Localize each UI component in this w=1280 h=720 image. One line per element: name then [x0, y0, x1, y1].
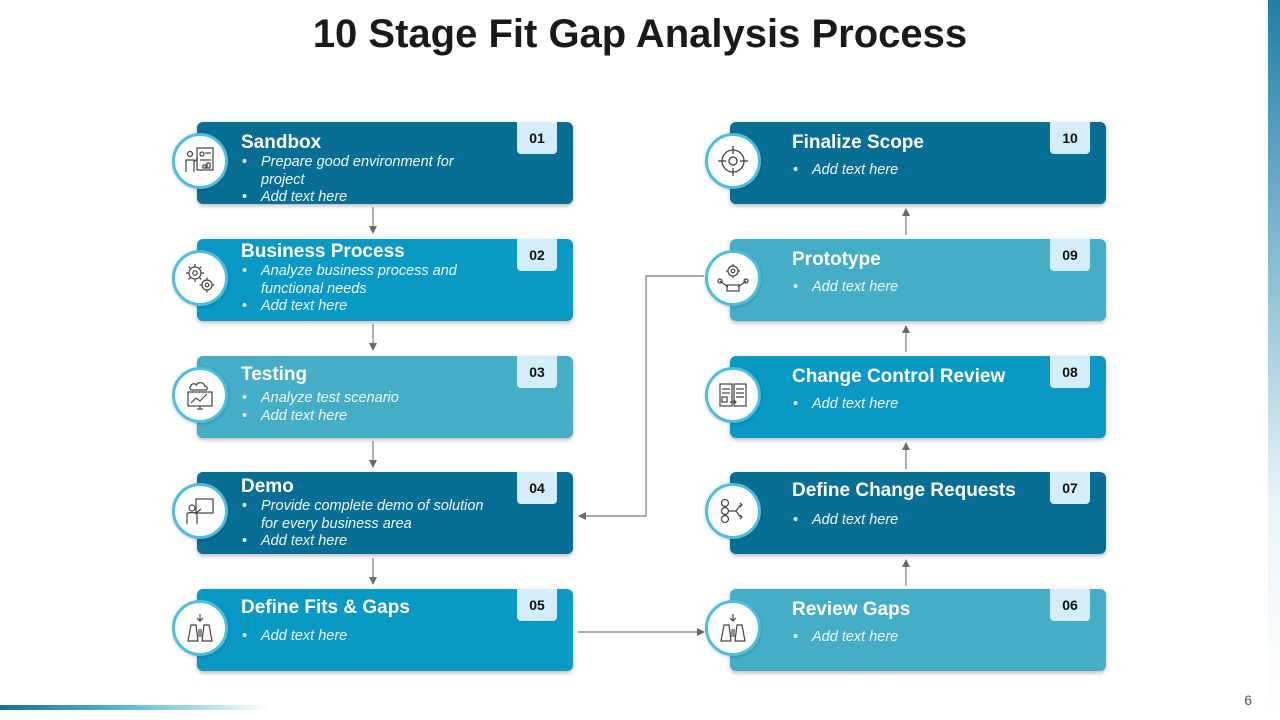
- stage-number-badge: 08: [1050, 356, 1090, 388]
- stage-number-badge: 06: [1050, 589, 1090, 621]
- stage-05: Define Fits & Gaps Add text here 05: [172, 589, 576, 671]
- stage-07: Define Change Requests Add text here 07: [705, 472, 1109, 554]
- page-number: 6: [1244, 692, 1252, 708]
- stage-bullets: Add text here: [241, 628, 493, 646]
- stage-card: Sandbox Prepare good environment for pro…: [197, 122, 573, 207]
- stage-title: Business Process: [241, 241, 405, 262]
- stage-title: Review Gaps: [792, 599, 911, 620]
- analysis-board-icon: [172, 133, 228, 189]
- stage-title: Define Fits & Gaps: [241, 597, 410, 618]
- stage-number-badge: 03: [517, 356, 557, 388]
- document-review-icon: [705, 367, 761, 423]
- stage-card: Change Control Review Add text here 08: [730, 356, 1106, 438]
- stage-card: Prototype Add text here 09: [730, 239, 1106, 321]
- stage-03: Testing Analyze test scenario Add text h…: [172, 356, 576, 438]
- bullet-item: Provide complete demo of solution for ev…: [242, 498, 493, 533]
- stage-title: Demo: [241, 476, 294, 497]
- stage-09: Prototype Add text here 09: [705, 239, 1109, 321]
- stage-card: Define Change Requests Add text here 07: [730, 472, 1106, 554]
- right-accent-bar: [1268, 0, 1280, 720]
- stage-card: Business Process Analyze business proces…: [197, 239, 573, 321]
- bullet-item: Analyze test scenario: [242, 390, 493, 408]
- stage-number-badge: 04: [517, 472, 557, 504]
- stage-card: Testing Analyze test scenario Add text h…: [197, 356, 573, 438]
- stage-title: Finalize Scope: [792, 132, 924, 153]
- stage-bullets: Provide complete demo of solution for ev…: [241, 498, 493, 551]
- stage-08: Change Control Review Add text here 08: [705, 356, 1109, 438]
- bullet-item: Analyze business process and functional …: [242, 263, 493, 298]
- stage-card: Finalize Scope Add text here 10: [730, 122, 1106, 204]
- cloud-monitor-icon: [172, 367, 228, 423]
- stage-10: Finalize Scope Add text here 10: [705, 122, 1109, 204]
- bullet-item: Add text here: [793, 512, 1026, 530]
- stage-bullets: Analyze business process and functional …: [241, 263, 493, 316]
- bullet-item: Add text here: [242, 298, 493, 316]
- stage-bullets: Add text here: [792, 162, 1026, 180]
- bullet-item: Prepare good environment for project: [242, 154, 493, 189]
- stage-01: Sandbox Prepare good environment for pro…: [172, 122, 576, 207]
- page-title: 10 Stage Fit Gap Analysis Process: [312, 12, 968, 56]
- presenter-icon: [172, 483, 228, 539]
- gap-funnel-icon: [705, 600, 761, 656]
- stage-title: Testing: [241, 364, 308, 385]
- bullet-item: Add text here: [242, 533, 493, 551]
- stage-title: Change Control Review: [792, 366, 1006, 387]
- stage-04: Demo Provide complete demo of solution f…: [172, 472, 576, 554]
- stage-bullets: Add text here: [792, 512, 1026, 530]
- stage-bullets: Add text here: [792, 629, 1026, 647]
- bullet-item: Add text here: [793, 162, 1026, 180]
- stage-number-badge: 02: [517, 239, 557, 271]
- gear-wrench-icon: [705, 250, 761, 306]
- gear-branch-icon: [705, 483, 761, 539]
- target-icon: [705, 133, 761, 189]
- stage-number-badge: 05: [517, 589, 557, 621]
- stage-card: Review Gaps Add text here 06: [730, 589, 1106, 671]
- stage-card: Define Fits & Gaps Add text here 05: [197, 589, 573, 671]
- stage-06: Review Gaps Add text here 06: [705, 589, 1109, 671]
- stage-number-badge: 07: [1050, 472, 1090, 504]
- stage-number-badge: 10: [1050, 122, 1090, 154]
- stage-02: Business Process Analyze business proces…: [172, 239, 576, 321]
- bullet-item: Add text here: [793, 279, 1026, 297]
- stage-title: Prototype: [792, 249, 881, 270]
- gears-icon: [172, 250, 228, 306]
- stage-title: Sandbox: [241, 132, 322, 153]
- bullet-item: Add text here: [793, 629, 1026, 647]
- stage-bullets: Add text here: [792, 396, 1026, 414]
- connector-09-04: [578, 275, 704, 520]
- bullet-item: Add text here: [793, 396, 1026, 414]
- bullet-item: Add text here: [242, 408, 493, 426]
- bullet-item: Add text here: [242, 628, 493, 646]
- stage-title: Define Change Requests: [792, 480, 1016, 501]
- bottom-accent-bar: [0, 705, 270, 710]
- gap-funnel-icon: [172, 600, 228, 656]
- stage-number-badge: 01: [517, 122, 557, 154]
- stage-bullets: Prepare good environment for project Add…: [241, 154, 493, 207]
- stage-number-badge: 09: [1050, 239, 1090, 271]
- stage-bullets: Add text here: [792, 279, 1026, 297]
- bullet-item: Add text here: [242, 189, 493, 207]
- stage-bullets: Analyze test scenario Add text here: [241, 390, 493, 425]
- stage-card: Demo Provide complete demo of solution f…: [197, 472, 573, 554]
